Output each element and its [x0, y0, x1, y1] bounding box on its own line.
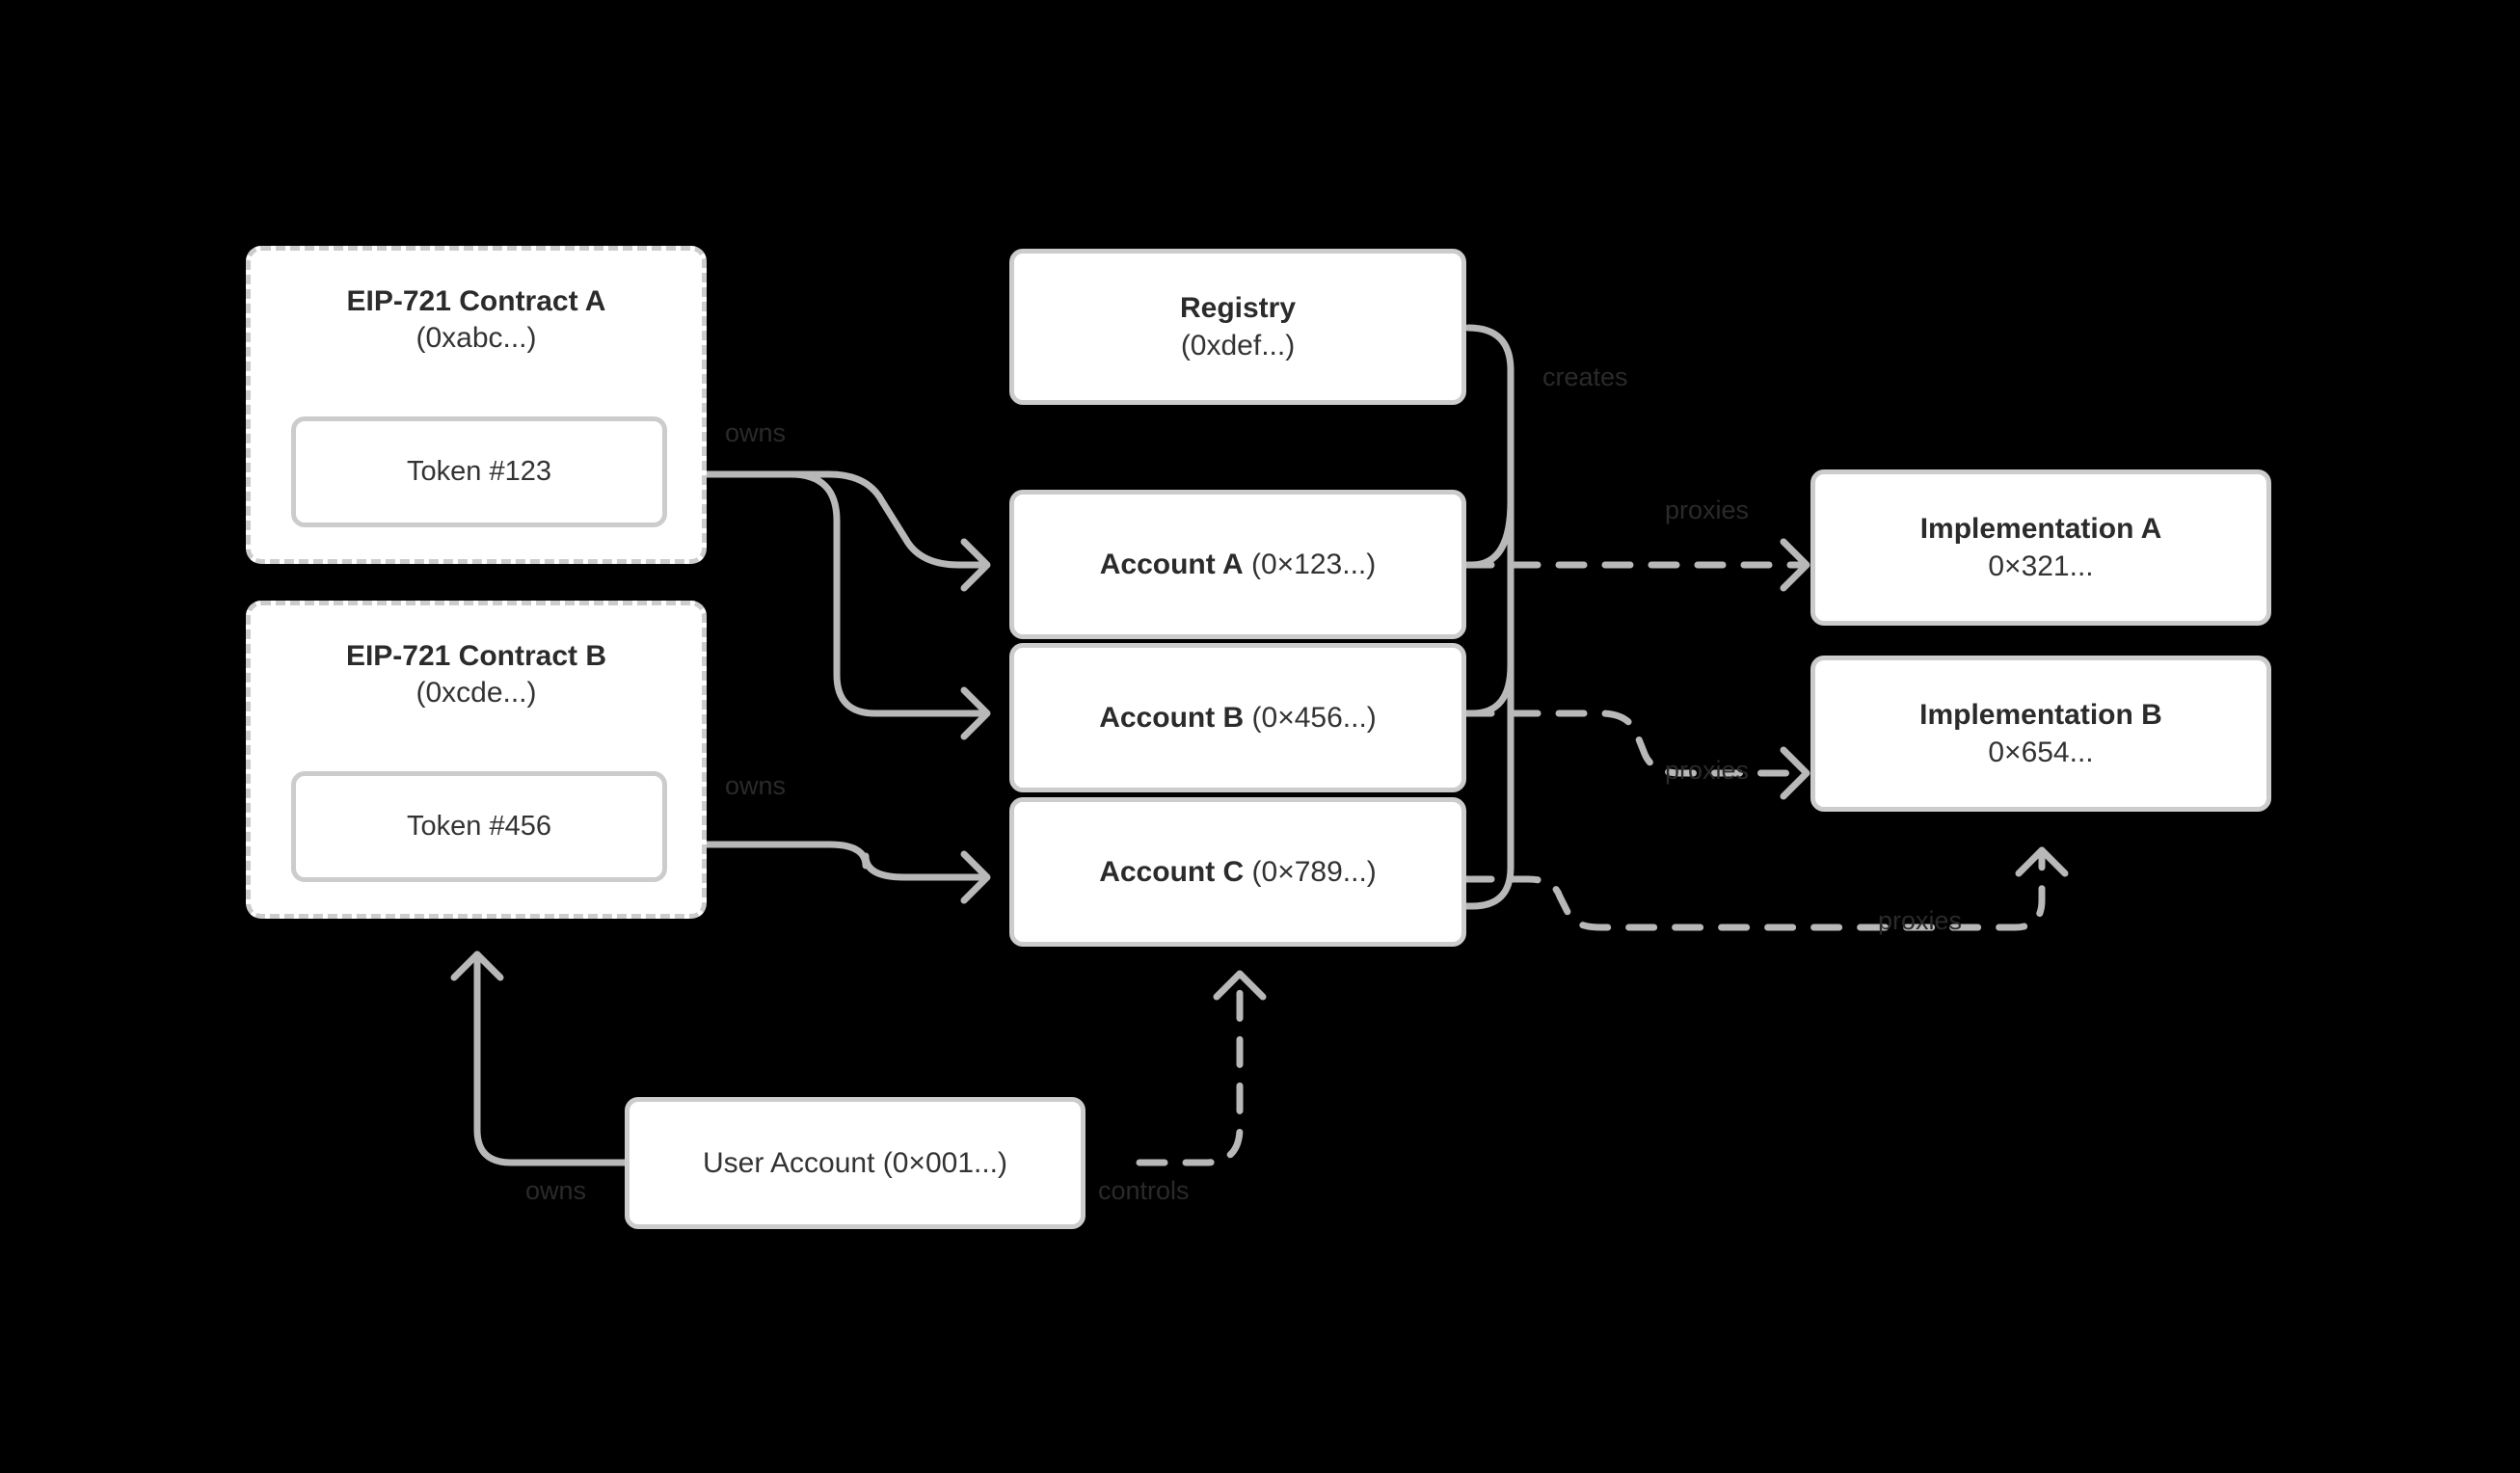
- edge-label-token123-owns: owns: [725, 418, 787, 447]
- token-456[interactable]: Token #456: [291, 771, 667, 882]
- edge-trunk-accountB: [1462, 661, 1515, 717]
- node-account-b[interactable]: Account B (0×456...): [1009, 643, 1466, 792]
- edge-label-user-controls: controls: [1098, 1176, 1190, 1205]
- contract-a-title: EIP-721 Contract A: [346, 285, 606, 317]
- node-implementation-b[interactable]: Implementation B 0×654...: [1810, 656, 2271, 812]
- node-user-account[interactable]: User Account (0×001...): [625, 1097, 1086, 1229]
- implementation-b-subtitle: 0×654...: [1988, 736, 2094, 768]
- account-a-text: Account A (0×123...): [1100, 546, 1376, 583]
- edge-label-accountA-proxies: proxies: [1665, 495, 1750, 524]
- arrowhead-accountC-controls: [1213, 970, 1267, 1001]
- arrowhead-accountB: [960, 686, 991, 740]
- node-account-a[interactable]: Account A (0×123...): [1009, 490, 1466, 639]
- group-contract-a[interactable]: EIP-721 Contract A (0xabc...) Token #123: [246, 246, 707, 564]
- implementation-a-subtitle: 0×321...: [1988, 550, 2094, 582]
- node-registry[interactable]: Registry (0xdef...): [1009, 249, 1466, 405]
- edge-token123-accountA: [661, 470, 987, 569]
- token-123-label: Token #123: [407, 456, 551, 487]
- token-456-label: Token #456: [407, 811, 551, 842]
- edge-label-user-owns: owns: [525, 1176, 587, 1205]
- account-b-text: Account B (0×456...): [1099, 699, 1377, 736]
- contract-a-subtitle: (0xabc...): [416, 322, 537, 355]
- arrowhead-contractB: [450, 951, 504, 981]
- account-a-title: Account A: [1099, 549, 1244, 580]
- node-account-c[interactable]: Account C (0×789...): [1009, 797, 1466, 947]
- edge-label-token456-owns: owns: [725, 771, 787, 800]
- implementation-b-title: Implementation B: [1919, 699, 2162, 731]
- registry-subtitle: (0xdef...): [1180, 330, 1296, 362]
- arrowhead-implB-2: [2015, 846, 2069, 877]
- edge-accountB-implB: [1462, 710, 1807, 777]
- implementation-a-title: Implementation A: [1919, 513, 2162, 545]
- edge-registry-trunk: [1462, 324, 1515, 910]
- arrowhead-implB: [1780, 746, 1810, 800]
- registry-title: Registry: [1179, 292, 1297, 324]
- contract-b-subtitle: (0xcde...): [416, 677, 537, 710]
- edge-token456-accountC: [661, 841, 987, 881]
- account-b-title: Account B: [1099, 702, 1245, 734]
- account-c-title: Account C: [1099, 856, 1245, 888]
- account-c-text: Account C (0×789...): [1099, 853, 1377, 891]
- token-123[interactable]: Token #123: [291, 416, 667, 527]
- edge-label-accountB-proxies: proxies: [1665, 756, 1750, 785]
- contract-b-title: EIP-721 Contract B: [345, 640, 607, 672]
- edge-label-accountC-proxies: proxies: [1878, 906, 1963, 935]
- arrowhead-accountA: [960, 538, 991, 592]
- node-implementation-a[interactable]: Implementation A 0×321...: [1810, 469, 2271, 626]
- arrowhead-implA: [1780, 538, 1810, 592]
- user-account-label: User Account (0×001...): [703, 1147, 1007, 1179]
- edge-label-registry-creates: creates: [1542, 362, 1628, 391]
- edge-user-contractB: [473, 951, 629, 1166]
- account-c-address: (0×789...): [1251, 856, 1377, 888]
- account-b-address: (0×456...): [1251, 702, 1377, 734]
- group-contract-b[interactable]: EIP-721 Contract B (0xcde...) Token #456: [246, 601, 707, 919]
- edge-trunk-accountA: [1462, 497, 1515, 569]
- edge-user-accountC: [1136, 970, 1244, 1166]
- edge-token123-accountB-route: [787, 470, 987, 717]
- arrowhead-accountC: [960, 850, 991, 904]
- account-a-address: (0×123...): [1250, 549, 1377, 580]
